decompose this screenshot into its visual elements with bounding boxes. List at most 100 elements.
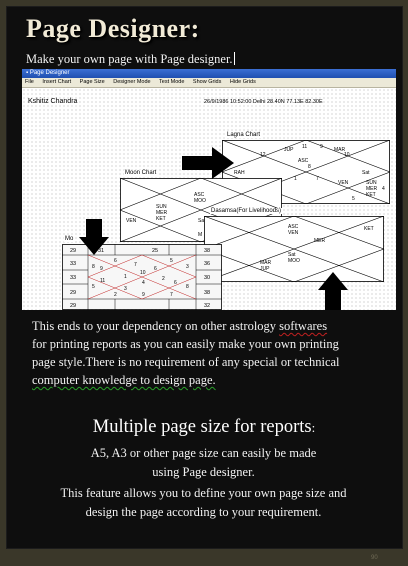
subtitle: Make your own page with Page designer. <box>26 52 235 67</box>
grid-inner-17: 9 <box>142 292 145 298</box>
moon-planet-7: M <box>198 232 202 238</box>
grid-outer-5: 36 <box>204 261 210 267</box>
para-line-1-flagged-word: softwares <box>279 319 328 333</box>
lagna-num-8: 7 <box>316 176 319 182</box>
grid-inner-1: 7 <box>134 262 137 268</box>
dasamsa-planet-7: JUP <box>260 266 270 272</box>
para-line-2: for printing reports as you can easily m… <box>32 337 339 351</box>
grid-outer-8: 29 <box>70 290 76 296</box>
grid-inner-18: 7 <box>170 292 173 298</box>
feature-line-2: using Page designer. <box>152 465 255 479</box>
grid-inner-13: 3 <box>124 286 127 292</box>
grid-inner-8: 1 <box>124 274 127 280</box>
grid-outer-4: 33 <box>70 261 76 267</box>
feature-line-4: design the page according to your requir… <box>85 505 322 519</box>
para-line-3: page style.There is no requirement of an… <box>32 355 340 369</box>
grid-inner-7: 6 <box>154 266 157 272</box>
subtitle-text: Make your own page with Page designer. <box>26 52 233 66</box>
dasamsa-chart-label: Dasamsa(For Livelihoods) <box>210 208 283 214</box>
page-designer-screenshot: ▪ Page Designer File Insert Chart Page S… <box>22 69 396 310</box>
moon-planet-5: VEN <box>126 218 137 224</box>
menu-insert-chart[interactable]: Insert Chart <box>42 79 72 85</box>
moon-planet-0: ASC <box>194 192 205 198</box>
grid-inner-0: 6 <box>114 258 117 264</box>
dasamsa-chart[interactable]: ASC VEN MER KET Sat MOO MAR JUP <box>204 216 384 282</box>
lagna-planet-1: MAR <box>334 147 346 153</box>
intro-paragraph: This ends to your dependency on other as… <box>32 317 392 389</box>
lagna-num-4: 8 <box>308 164 311 170</box>
lagna-chart-label: Lagna Chart <box>226 132 262 138</box>
menu-show-grids[interactable]: Show Grids <box>192 79 222 85</box>
dasamsa-planet-6: MAR <box>260 260 272 266</box>
section-heading-text: Multiple page size for reports <box>92 417 312 437</box>
design-canvas[interactable]: Kshitiz Chandra 26/9/1986 10:52:00 Delhi… <box>22 88 396 310</box>
grid-inner-12: 5 <box>92 284 95 290</box>
grid-outer-1: 31 <box>98 248 104 254</box>
lagna-num-7: 1 <box>294 176 297 182</box>
moon-planet-3: MER <box>156 210 168 216</box>
window-title: Page Designer <box>29 70 70 76</box>
lagna-planet-4: Sat <box>362 170 370 176</box>
page-number: 90 <box>371 555 378 561</box>
lagna-planet-0: JUP <box>284 147 294 153</box>
feature-line-3: This feature allows you to define your o… <box>60 486 347 500</box>
lagna-planet-6: SUN <box>366 180 377 186</box>
grid-outer-3: 38 <box>204 248 210 254</box>
person-name: Kshitiz Chandra <box>28 98 78 105</box>
menu-page-size[interactable]: Page Size <box>79 79 105 85</box>
moon-chart-label: Moon Chart <box>124 170 158 176</box>
moon-planet-4: KET <box>156 216 166 222</box>
lagna-planet-7: MER <box>366 186 378 192</box>
lagna-num-2: 12 <box>260 152 266 158</box>
dasamsa-planet-5: MOO <box>288 258 300 264</box>
grid-inner-14: 8 <box>186 284 189 290</box>
lagna-num-0: 11 <box>302 144 307 150</box>
dasamsa-planet-1: VEN <box>288 230 299 236</box>
arrow-down-icon <box>79 219 109 255</box>
feature-line-1: A5, A3 or other page size can easily be … <box>90 446 317 460</box>
dasamsa-planet-2: MER <box>314 238 326 244</box>
grid-inner-16: 2 <box>114 292 117 298</box>
grid-outer-0: 29 <box>70 248 76 254</box>
lagna-num-6: 4 <box>382 186 385 192</box>
menu-test-mode[interactable]: Test Mode <box>159 79 185 85</box>
grid-inner-10: 11 <box>100 278 105 284</box>
birth-info: 26/9/1986 10:52:00 Delhi 28.40N 77.13E 8… <box>204 99 323 105</box>
lagna-num-1: 9 <box>320 144 323 150</box>
app-icon: ▪ <box>26 70 29 76</box>
lagna-planet-3: ASC <box>298 158 309 164</box>
lagna-num-10: 5 <box>352 196 355 202</box>
grid-outer-6: 33 <box>70 275 76 281</box>
grid-inner-3: 8 <box>92 264 95 270</box>
grid-chart[interactable]: 29 31 25 38 33 36 33 30 29 38 29 32 6 7 … <box>62 244 222 310</box>
grid-outer-9: 38 <box>204 290 210 296</box>
moon-planet-1: MOO <box>194 198 206 204</box>
grid-chart-label: Mo <box>64 236 75 242</box>
menu-bar: File Insert Chart Page Size Designer Mod… <box>22 78 396 88</box>
window-titlebar: ▪ Page Designer <box>22 69 396 78</box>
menu-designer-mode[interactable]: Designer Mode <box>113 79 151 85</box>
grid-inner-4: 10 <box>140 270 146 276</box>
moon-planet-6: Sa <box>198 218 204 224</box>
dasamsa-planet-4: Sat <box>288 252 296 258</box>
lagna-planet-2: RAH <box>234 170 245 176</box>
grid-outer-11: 32 <box>204 303 210 309</box>
grid-outer-10: 29 <box>70 303 76 309</box>
menu-file[interactable]: File <box>25 79 34 85</box>
dasamsa-planet-3: KET <box>364 226 374 232</box>
section-heading: Multiple page size for reports: <box>0 417 408 438</box>
grid-inner-9: 4 <box>142 280 145 286</box>
text-cursor <box>233 52 235 65</box>
page-title: Page Designer: <box>26 14 200 43</box>
grid-outer-7: 30 <box>204 275 210 281</box>
menu-hide-grids[interactable]: Hide Grids <box>229 79 256 85</box>
moon-planet-2: SUN <box>156 204 167 210</box>
dasamsa-planet-0: ASC <box>288 224 299 230</box>
arrow-up-icon <box>318 272 348 310</box>
lagna-num-3: 10 <box>344 152 350 158</box>
lagna-planet-8: KET <box>366 192 376 198</box>
grid-inner-6: 9 <box>100 266 103 272</box>
para-line-1: This ends to your dependency on other as… <box>32 317 392 335</box>
para-line-4: computer knowledge to design page. <box>32 373 216 387</box>
grid-inner-5: 3 <box>186 264 189 270</box>
